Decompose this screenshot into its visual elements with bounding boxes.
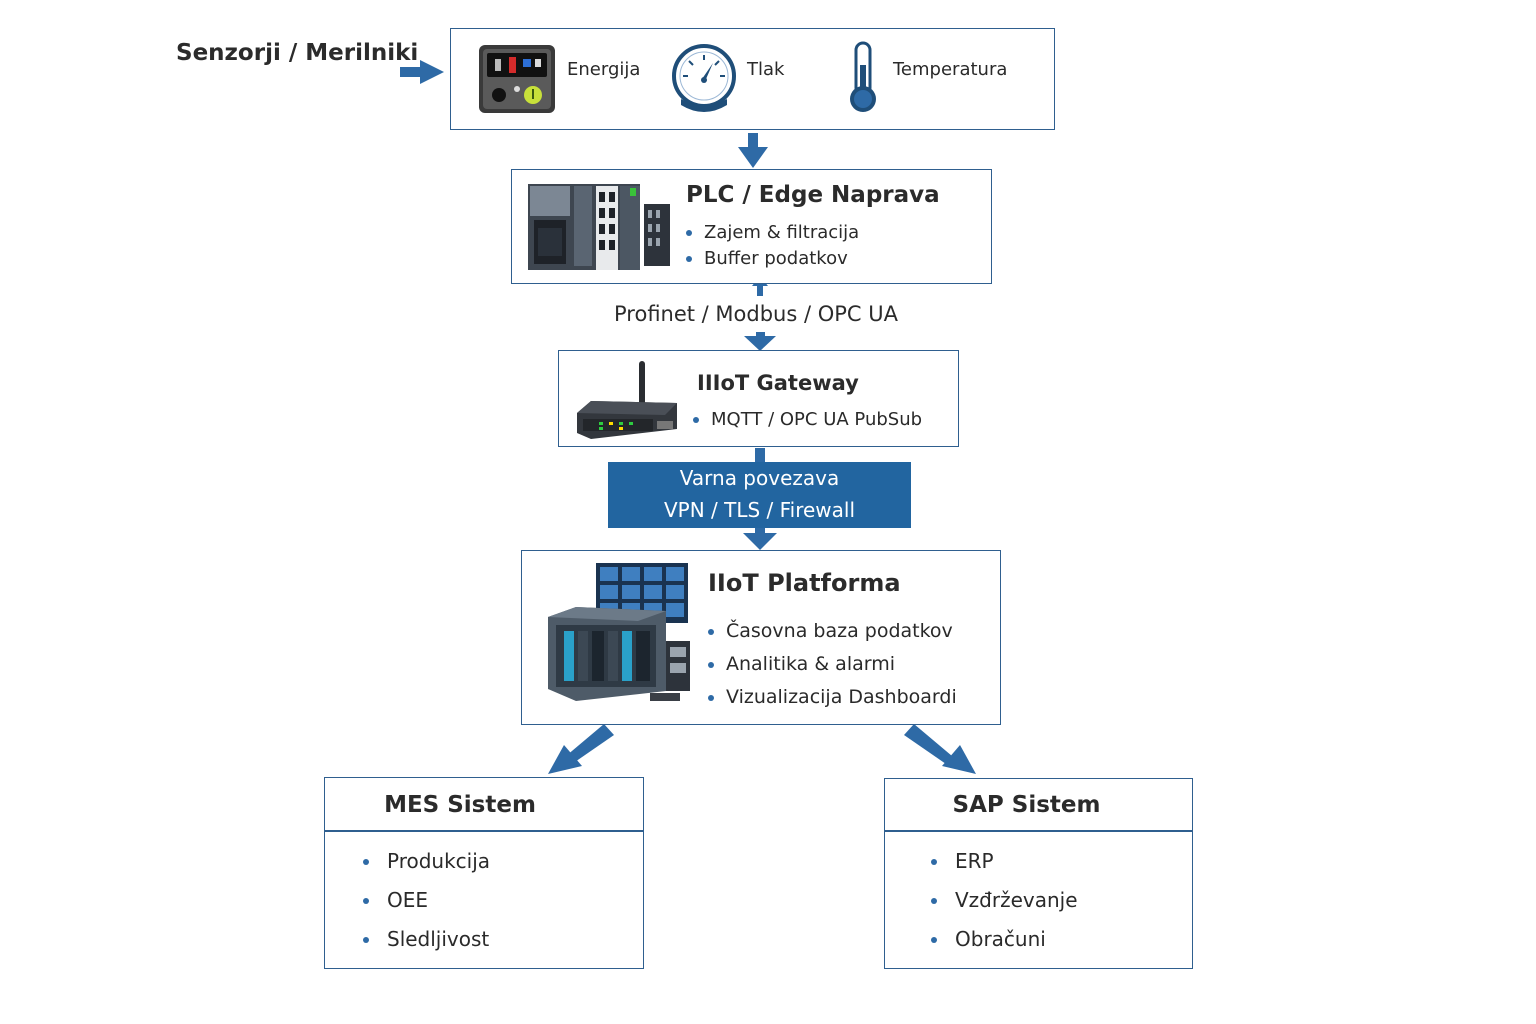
arrow-sensors-into-box xyxy=(400,60,444,84)
energy-meter-icon xyxy=(479,45,555,113)
gateway-title: IIIoT Gateway xyxy=(697,371,859,395)
mes-box: MES Sistem Produkcija OEE Sledljivost xyxy=(324,777,644,969)
list-item: Buffer podatkov xyxy=(686,246,859,272)
platform-list: Časovna baza podatkov Analitika & alarmi… xyxy=(708,615,957,714)
plc-list: Zajem & filtracija Buffer podatkov xyxy=(686,220,859,272)
plc-box: PLC / Edge Naprava Zajem & filtracija Bu… xyxy=(511,169,992,284)
gateway-router-icon xyxy=(577,361,677,439)
sensor-label-tlak: Tlak xyxy=(747,59,785,80)
list-item: ERP xyxy=(931,842,1078,881)
platform-box: IIoT Platforma Časovna baza podatkov Ana… xyxy=(521,550,1001,725)
list-item: Vizualizacija Dashboardi xyxy=(708,681,957,714)
plc-title: PLC / Edge Naprava xyxy=(686,182,940,208)
platform-title: IIoT Platforma xyxy=(708,569,901,597)
arrow-platform-to-mes xyxy=(548,724,614,774)
secure-line-2: VPN / TLS / Firewall xyxy=(663,498,856,522)
secure-line-1: Varna povezava xyxy=(679,466,840,490)
gateway-box: IIIoT Gateway MQTT / OPC UA PubSub xyxy=(558,350,959,447)
list-item: Zajem & filtracija xyxy=(686,220,859,246)
protocols-label: Profinet / Modbus / OPC UA xyxy=(614,302,899,326)
sensors-box: Energija Tlak Temperatura xyxy=(450,28,1055,130)
list-item: Časovna baza podatkov xyxy=(708,615,957,648)
mes-divider xyxy=(325,830,643,832)
arrow-platform-to-sap xyxy=(904,724,976,774)
list-item: OEE xyxy=(363,881,490,920)
sensor-label-temperatura: Temperatura xyxy=(893,59,1008,80)
arrow-protocols-to-gateway xyxy=(744,332,776,351)
list-item: Obračuni xyxy=(931,920,1078,959)
list-item: MQTT / OPC UA PubSub xyxy=(693,407,922,433)
sensors-side-label: Senzorji / Merilniki xyxy=(176,40,419,66)
mes-list: Produkcija OEE Sledljivost xyxy=(363,842,490,959)
arrow-sensors-to-plc xyxy=(738,133,768,168)
sap-divider xyxy=(885,830,1192,832)
pressure-gauge-icon xyxy=(672,44,736,112)
mes-title: MES Sistem xyxy=(384,792,536,818)
plc-controller-icon xyxy=(528,184,670,270)
sap-list: ERP Vzđrževanje Obračuni xyxy=(931,842,1078,959)
secure-connection-banner: Varna povezava VPN / TLS / Firewall xyxy=(608,462,911,528)
arrow-secure-to-platform xyxy=(743,527,777,550)
list-item: Sledljivost xyxy=(363,920,490,959)
arrow-gateway-to-secure xyxy=(755,448,765,462)
sap-title: SAP Sistem xyxy=(952,792,1101,818)
list-item: Analitika & alarmi xyxy=(708,648,957,681)
list-item: Vzđrževanje xyxy=(931,881,1078,920)
gateway-list: MQTT / OPC UA PubSub xyxy=(693,407,922,433)
list-item: Produkcija xyxy=(363,842,490,881)
server-rack-icon xyxy=(548,563,690,701)
thermometer-icon xyxy=(850,41,876,112)
sap-box: SAP Sistem ERP Vzđrževanje Obračuni xyxy=(884,778,1193,969)
sensor-label-energija: Energija xyxy=(567,59,641,80)
